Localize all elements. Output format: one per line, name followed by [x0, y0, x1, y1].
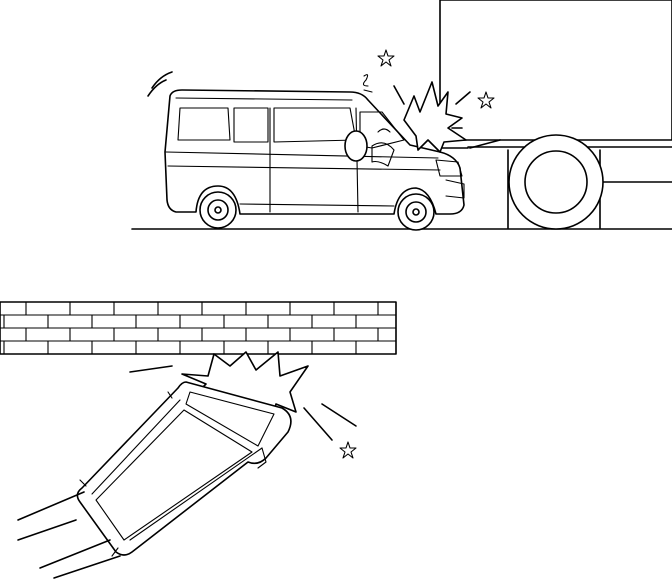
van	[164, 89, 465, 231]
van-body	[164, 89, 465, 215]
star-icon	[339, 441, 357, 459]
van-windshield	[185, 391, 275, 447]
impact-star-icon	[403, 81, 467, 153]
truck	[439, 0, 672, 230]
van-rear-window	[177, 107, 231, 141]
motion-lines-icon	[147, 71, 173, 97]
motion-lines-icon	[17, 491, 121, 579]
van-roof	[95, 409, 253, 541]
van-side-window	[233, 107, 269, 143]
van-top-body	[76, 381, 292, 556]
truck-cargo-box	[439, 0, 672, 141]
van-rear-wheel	[199, 191, 237, 229]
truck-rear-wheel	[508, 134, 604, 230]
star-icon	[477, 91, 495, 109]
van-front-wheel	[397, 193, 435, 231]
van-top-view	[76, 381, 292, 557]
airbag-icon	[344, 128, 395, 167]
angled-wall-collision-panel	[0, 301, 397, 579]
brick-wall	[0, 301, 397, 355]
rear-end-collision-panel	[131, 0, 672, 231]
star-icon	[377, 49, 395, 67]
